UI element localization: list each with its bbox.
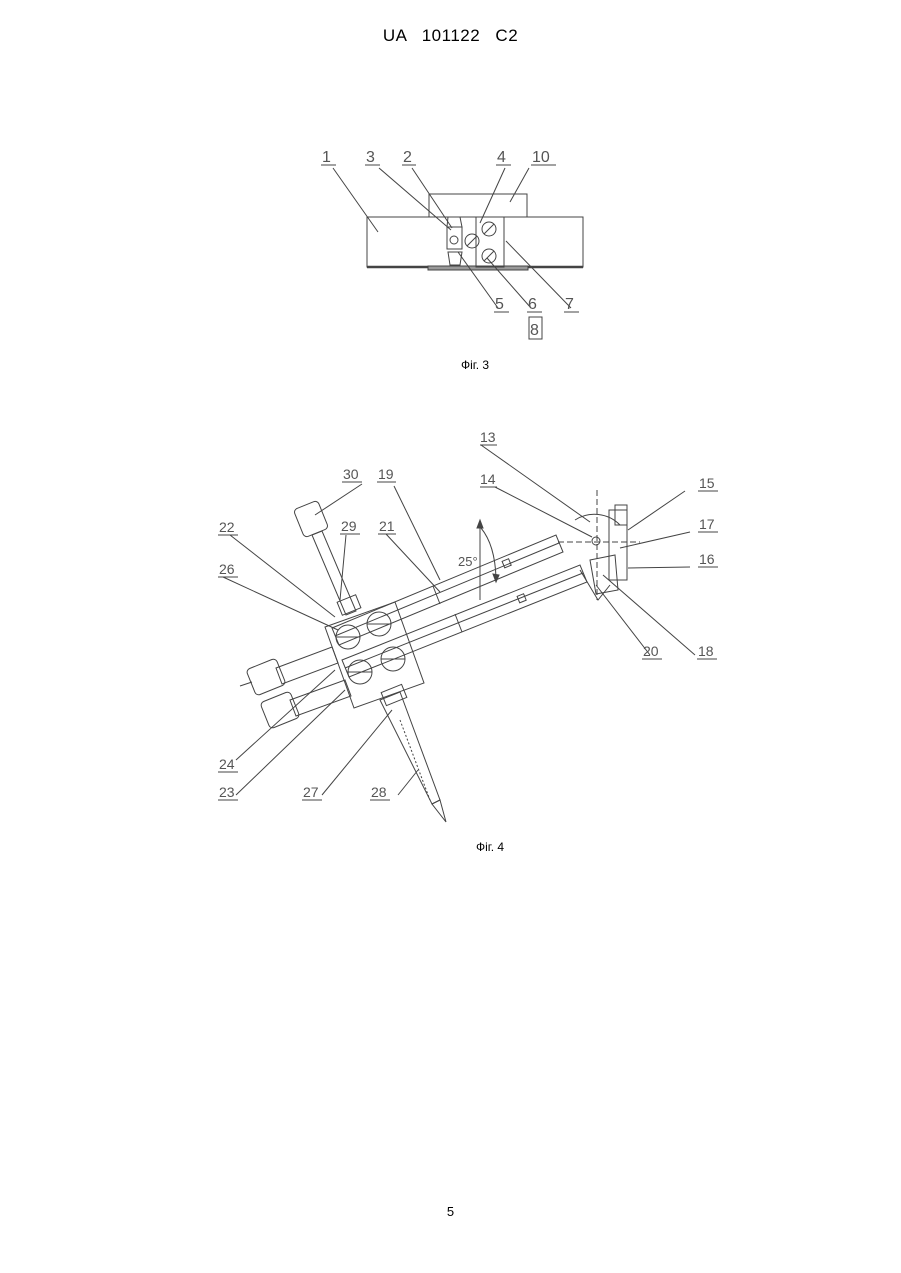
fig4-label-19: 19 (378, 466, 394, 482)
fig4-label-27: 27 (303, 784, 319, 800)
fig4-label-17: 17 (699, 516, 715, 532)
figure-4-drawing: 13 14 15 17 16 18 20 19 21 30 29 22 26 2… (0, 0, 901, 900)
fig4-angle-label: 25° (458, 554, 478, 569)
fig4-label-16: 16 (699, 551, 715, 567)
fig4-label-15: 15 (699, 475, 715, 491)
fig4-label-30: 30 (343, 466, 359, 482)
fig4-label-24: 24 (219, 756, 235, 772)
fig4-label-23: 23 (219, 784, 235, 800)
fig4-label-29: 29 (341, 518, 357, 534)
page-number: 5 (0, 1204, 901, 1219)
figure-4-caption: Фіг. 4 (476, 840, 504, 854)
fig4-label-28: 28 (371, 784, 387, 800)
fig4-label-20: 20 (643, 643, 659, 659)
fig4-label-14: 14 (480, 471, 496, 487)
fig4-label-13: 13 (480, 429, 496, 445)
fig4-label-26: 26 (219, 561, 235, 577)
fig4-label-21: 21 (379, 518, 395, 534)
fig4-label-18: 18 (698, 643, 714, 659)
fig4-label-22: 22 (219, 519, 235, 535)
